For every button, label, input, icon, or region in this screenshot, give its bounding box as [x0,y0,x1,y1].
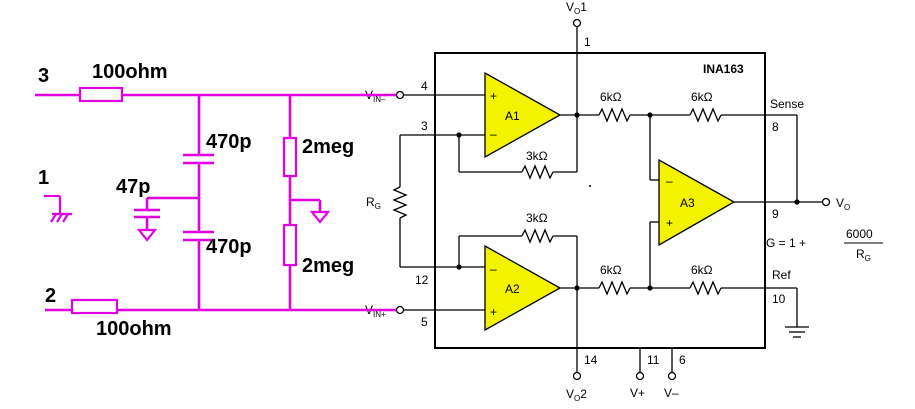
pin-8-number: 8 [772,120,779,134]
cap-47p-label: 47p [116,176,150,198]
vo2-terminal [572,371,582,381]
pin-9-number: 9 [772,207,779,221]
stray-dot [589,185,591,187]
a1-plus-sign: + [490,89,497,103]
cap-47p-ground-symbol [136,228,158,242]
a2-inverting-node [456,264,462,270]
amplifier-a3 [658,158,736,247]
pin-12-number: 12 [415,273,429,287]
input-3-label: 3 [38,65,49,87]
resistor-100ohm-bottom-label: 100ohm [96,318,172,340]
chip-name: INA163 [703,62,744,76]
a1-feedback-value: 3kΩ [526,149,548,163]
gain-formula-lhs: G = 1 + [766,236,806,250]
amplifier-a1 [484,71,562,159]
pin-11-number: 11 [647,353,660,367]
vo-label: VO [836,196,850,212]
pin-3-number: 3 [421,119,428,133]
gain-formula-numerator: 6000 [846,227,873,241]
resistor-100ohm-bottom [70,298,119,315]
cap-470p-top-label: 470p [206,131,252,153]
input-2-label: 2 [45,285,56,307]
pin-1-number: 1 [584,35,591,49]
vo-terminal [821,197,831,207]
a3-minus-sign: – [666,174,673,188]
rg-label: RG [366,195,381,211]
resistor-6k-a1 [598,107,631,123]
input-1-ground-hatch-3 [62,213,69,223]
a1-label: A1 [505,109,520,123]
res-mid-ground-symbol [309,210,331,224]
vplus-label: V+ [630,386,645,400]
vminus-label: V– [664,386,679,400]
resistor-6k-a2 [598,280,631,296]
resistor-100ohm-top [78,86,124,103]
gain-resistor-rg [392,186,408,219]
output-node [794,199,800,205]
input-1-ground-hatch-2 [56,213,63,223]
pin-4-number: 4 [421,79,428,93]
vin-plus-terminal [395,305,405,315]
pin-14-number: 14 [584,353,598,367]
a3-label: A3 [680,196,695,210]
resistor-2meg-bottom [282,223,298,267]
resistor-100ohm-top-label: 100ohm [92,61,168,83]
resistor-6k-sense [689,107,722,123]
resistor-6k-a2-value: 6kΩ [600,263,622,277]
gain-formula-denominator: RG [856,247,871,263]
vo1-terminal [572,18,582,28]
input-1-ground-hatch-1 [50,213,57,223]
pin-6-number: 6 [679,353,686,367]
pin-5-number: 5 [421,315,428,329]
resistor-6k-sense-value: 6kΩ [691,90,713,104]
amplifier-a2 [484,244,562,332]
vo1-label: VO1 [566,0,587,16]
vplus-terminal [635,371,645,381]
input-1-label: 1 [38,167,49,189]
lower-mid-node [647,285,653,291]
a2-feedback-resistor [521,228,554,244]
pin-10-number: 10 [772,292,786,306]
resistor-6k-a1-value: 6kΩ [600,90,622,104]
resistor-6k-ref [689,280,722,296]
sense-label: Sense [770,97,804,111]
chip-outline [434,52,766,349]
a2-feedback-value: 3kΩ [526,211,548,225]
cap-470p-bottom-label: 470p [206,236,252,258]
vo2-label: VO2 [566,387,587,403]
vminus-terminal [667,371,677,381]
a3-plus-sign: + [666,216,673,230]
a1-minus-sign: – [490,127,497,141]
ref-label: Ref [772,268,791,282]
a2-plus-sign: + [490,305,497,319]
a2-label: A2 [505,282,520,296]
resistor-2meg-top [282,136,298,178]
resistor-2meg-bottom-label: 2meg [302,255,354,277]
vin-minus-terminal [395,90,405,100]
a2-minus-sign: – [490,262,497,276]
a1-feedback-resistor [521,164,554,180]
resistor-6k-ref-value: 6kΩ [691,263,713,277]
resistor-2meg-top-label: 2meg [302,136,354,158]
